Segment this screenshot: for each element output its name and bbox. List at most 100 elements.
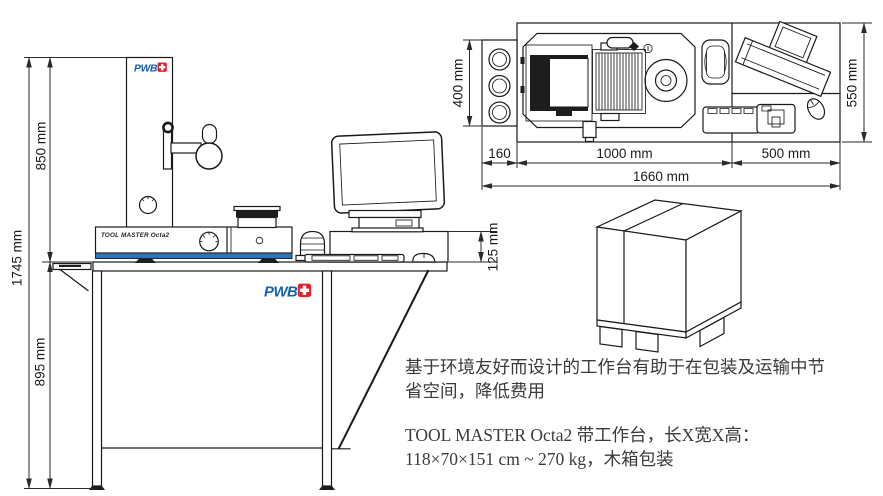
- pallet-block-2: [635, 330, 659, 353]
- cross-horizontal: [158, 65, 166, 69]
- plan-lock: [643, 43, 653, 54]
- side-view: PWB PWB: [10, 56, 501, 490]
- note-line-4: 118×70×151 cm ~ 270 kg，木箱包装: [405, 448, 674, 469]
- plan-edge-mark-2: [520, 86, 525, 93]
- dim-label-main-width: 1000 mm: [596, 146, 652, 161]
- dim-label-table-height: 895 mm: [33, 338, 48, 387]
- tabletop: [92, 261, 448, 272]
- plan-column-bottom-mount: [600, 112, 620, 122]
- left-shelf-slot: [59, 264, 81, 267]
- plan-housing-tab: [556, 111, 572, 116]
- right-foot: [319, 486, 335, 490]
- plan-mouse-buttons: [807, 99, 820, 109]
- side-view-dimensions: 1745 mm 850 mm 895 mm 125 mm: [10, 56, 501, 490]
- plan-spindle-ring: [654, 69, 678, 92]
- plan-machine: [520, 32, 696, 143]
- plan-mouse: [806, 98, 826, 120]
- plan-knob: [488, 48, 511, 71]
- plan-signal-lamp-inner: [706, 45, 725, 79]
- machine-base: [94, 226, 293, 254]
- crate-drawing: [594, 199, 743, 353]
- workbench: PWB: [52, 261, 448, 490]
- pwb-logo-text: PWB: [264, 285, 298, 301]
- plan-knobs: [488, 48, 511, 124]
- lamp-dome: [299, 230, 326, 257]
- plan-keyboard-keys: [707, 105, 772, 114]
- base-blue-stripe: [95, 252, 293, 259]
- left-leg: [91, 270, 103, 487]
- keyboard-keys-1: [311, 255, 351, 261]
- dim-label-machine-height: 850 mm: [34, 122, 49, 171]
- monitor-screen: [339, 139, 437, 206]
- stand-notch: [395, 219, 413, 227]
- dim-label-platform-height: 125 mm: [486, 223, 501, 272]
- handwheel-ticks: [200, 232, 218, 242]
- keyboard-keys-2: [353, 255, 379, 261]
- cross-horizontal: [299, 288, 310, 293]
- dim-label-total-height: 1745 mm: [10, 230, 25, 286]
- tool-presetter: PWB TOOL MASTER Octa2: [94, 56, 293, 263]
- plan-signal-lamp: [701, 39, 730, 85]
- plan-keyboard-bar: [702, 106, 761, 134]
- workstation: [304, 131, 449, 263]
- camera-lens: [195, 142, 223, 170]
- monitor-neck: [348, 209, 422, 219]
- right-leg: [321, 270, 333, 487]
- note-line-2: 省空间，降低费用: [405, 380, 545, 401]
- dim-label-left-ext: 160: [488, 146, 511, 161]
- note-line-3: TOOL MASTER Octa2 带工作台，长X宽X高：: [405, 425, 760, 445]
- plan-drawbar: [582, 120, 597, 139]
- lamp-ribs: [300, 237, 325, 251]
- base-foot-left: [135, 258, 156, 263]
- plan-column-ribbed: [595, 52, 643, 111]
- plan-edge-mark-1: [520, 57, 525, 64]
- notes-block: 基于环境友好而设计的工作台有助于在包装及运输中节 省空间，降低费用 TOOL M…: [405, 356, 883, 471]
- arm-pivot: [162, 121, 174, 134]
- monitor-base-plate: [351, 227, 424, 233]
- plan-column-ribs: [598, 53, 639, 110]
- pwb-logo-column: PWB: [134, 62, 167, 75]
- crate-right-skid: [685, 300, 742, 340]
- plan-monitor-stand-inner: [774, 26, 812, 59]
- pallet-block-3: [699, 316, 725, 348]
- plan-keyboard-detail-2: [771, 116, 781, 128]
- top-view-dimensions: 400 mm 550 mm 160 1000 mm 500 mm 1660 mm: [451, 22, 872, 190]
- plan-drawbar-cap: [584, 136, 595, 143]
- plan-knob: [488, 101, 511, 124]
- plan-spindle-bore: [660, 75, 672, 86]
- plan-knob-inner: [492, 78, 507, 94]
- base-button: [255, 236, 264, 245]
- plan-left-extension: [481, 39, 518, 127]
- plan-mouse-body: [806, 98, 826, 120]
- plan-accessories: [701, 20, 832, 134]
- plan-keyboard-block: [756, 103, 796, 134]
- machine-model-label: TOOL MASTER Octa2: [101, 232, 170, 239]
- plan-monitor-lines: [741, 40, 826, 90]
- plan-keyboard-detail: [767, 109, 785, 125]
- base-foot-right: [258, 258, 279, 263]
- plan-monitor-body: [734, 36, 832, 98]
- crate-top-seam: [623, 203, 683, 232]
- plan-clamp-lever: [629, 42, 639, 51]
- dim-label-total-width: 1660 mm: [633, 169, 689, 184]
- note-line-1: 基于环境友好而设计的工作台有助于在包装及运输中节: [405, 357, 825, 377]
- top-view: 400 mm 550 mm 160 1000 mm 500 mm 1660 mm: [451, 20, 872, 190]
- spindle-top: [233, 205, 281, 212]
- arm-cap: [201, 123, 218, 145]
- pwb-logo-panel: PWB: [264, 283, 312, 301]
- plan-signal-lamp-curves: [704, 51, 727, 73]
- plan-knob: [488, 74, 511, 98]
- plan-monitor: [734, 20, 832, 98]
- plan-knob-inner: [492, 105, 507, 120]
- left-shelf-brace: [59, 268, 89, 292]
- plan-housing-panel: [549, 58, 589, 108]
- spindle-body: [237, 216, 277, 229]
- crate-front-face: [596, 226, 687, 333]
- plan-spindle-outer: [644, 58, 688, 103]
- column-knob-ticks: [141, 196, 155, 202]
- plan-handle: [606, 36, 634, 49]
- plan-knob-inner: [492, 52, 507, 67]
- dim-label-right-width: 500 mm: [762, 146, 811, 161]
